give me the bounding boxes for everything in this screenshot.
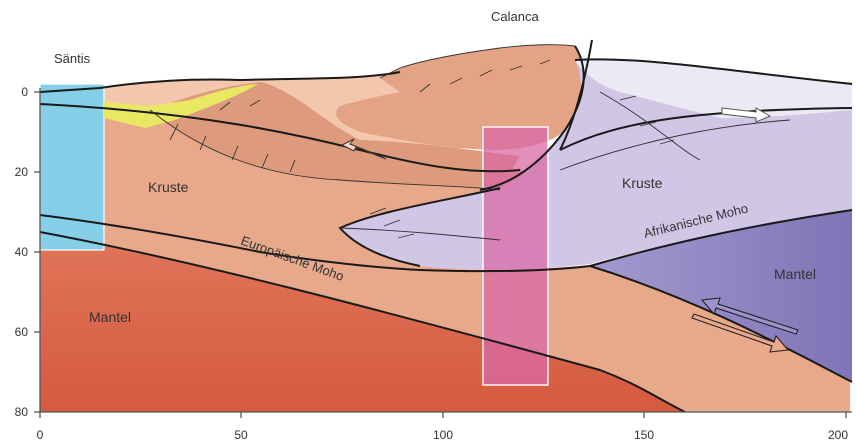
- y-ticks: [34, 92, 40, 412]
- label-calanca: Calanca: [491, 9, 539, 24]
- saentis-block: [40, 84, 104, 250]
- label-mantel-right: Mantel: [774, 266, 816, 282]
- label-kruste-right: Kruste: [622, 175, 663, 191]
- x-tick-label: 200: [828, 428, 848, 442]
- x-ticks: [40, 412, 846, 418]
- x-tick-label: 50: [234, 428, 248, 442]
- label-saentis: Säntis: [54, 51, 91, 66]
- x-tick-label: 0: [37, 428, 44, 442]
- x-tick-label: 150: [634, 428, 654, 442]
- y-tick-label: 80: [15, 405, 29, 419]
- y-tick-label: 40: [15, 245, 29, 259]
- y-tick-label: 0: [21, 85, 28, 99]
- label-kruste-left: Kruste: [148, 179, 189, 195]
- y-tick-label: 60: [15, 325, 29, 339]
- y-tick-label: 20: [15, 165, 29, 179]
- x-tick-label: 100: [433, 428, 453, 442]
- label-mantel-left: Mantel: [89, 309, 131, 325]
